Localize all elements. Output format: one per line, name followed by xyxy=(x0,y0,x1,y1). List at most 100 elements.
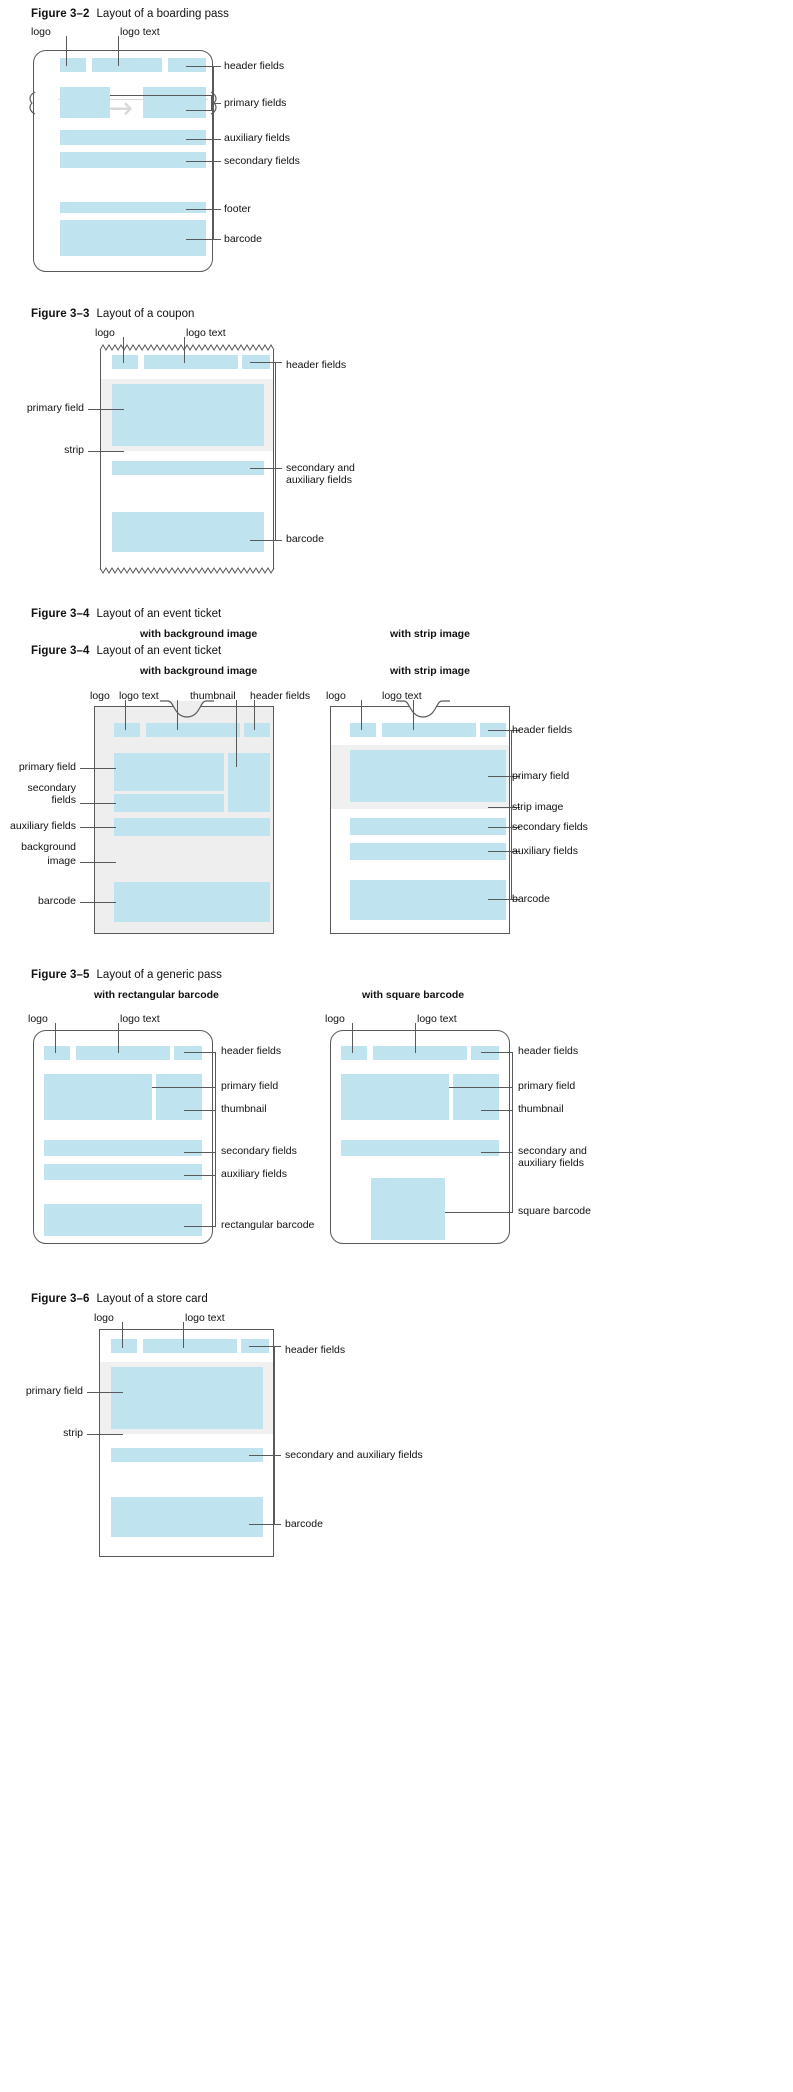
figure-3-4-caption: Layout of an event ticket xyxy=(96,608,222,620)
leader-primary-bottom xyxy=(186,110,212,111)
event-ticket-strip-leader-spine xyxy=(511,730,512,899)
coupon-primary-field-bar xyxy=(112,384,264,446)
callout-footer: footer xyxy=(224,203,251,215)
generic-square-callout-secondary-aux-1: secondary and xyxy=(518,1145,587,1157)
generic-rect-callout-thumbnail: thumbnail xyxy=(221,1103,267,1115)
figure-3-6-caption: Layout of a store card xyxy=(96,1293,208,1305)
leader-header-fields xyxy=(186,66,221,67)
event-ticket-strip-callout-strip-image: strip image xyxy=(512,801,564,813)
secondary-fields-bar xyxy=(60,152,206,168)
coupon-leader-strip xyxy=(88,451,124,452)
coupon-callout-header-fields: header fields xyxy=(286,359,347,371)
store-card-leader-spine xyxy=(274,1346,275,1524)
generic-rect-leader-spine xyxy=(215,1052,216,1226)
figure-3-4-number-dup: Figure 3–4 xyxy=(31,645,90,657)
figure-3-4-number: Figure 3–4 xyxy=(31,608,90,620)
left-perforation-notch xyxy=(29,91,36,115)
coupon-leader-spine xyxy=(275,362,276,540)
event-ticket-strip-callout-barcode: barcode xyxy=(512,893,550,905)
event-ticket-bg-callout-auxiliary-fields: auxiliary fields xyxy=(10,820,76,832)
store-card-callout-barcode: barcode xyxy=(285,1518,323,1530)
generic-square-callout-thumbnail: thumbnail xyxy=(518,1103,564,1115)
figure-3-5-subhead-left: with rectangular barcode xyxy=(94,989,219,1001)
event-ticket-bg-callout-background-1: background xyxy=(21,841,76,853)
event-ticket-strip-leader-barcode xyxy=(488,899,520,900)
event-ticket-bg-header-fields-bar xyxy=(244,723,270,737)
logo-text-field xyxy=(92,58,162,72)
event-ticket-strip-leader-secondary xyxy=(488,827,520,828)
store-card-leader-header-fields xyxy=(249,1346,281,1347)
generic-rect-leader-primary xyxy=(152,1087,216,1088)
generic-rect-leader-logo-text xyxy=(118,1023,119,1053)
generic-square-callout-secondary-aux-2: auxiliary fields xyxy=(518,1157,584,1169)
generic-square-callout-logo: logo xyxy=(325,1013,345,1025)
coupon-top-perforation xyxy=(99,344,275,351)
event-ticket-bg-leader-background xyxy=(80,862,116,863)
generic-square-logo-field xyxy=(341,1046,367,1060)
event-ticket-bg-callout-thumbnail: thumbnail xyxy=(190,690,236,702)
generic-rect-barcode-bar xyxy=(44,1204,202,1236)
generic-square-leader-primary xyxy=(449,1087,513,1088)
coupon-barcode-bar xyxy=(112,512,264,552)
event-ticket-bg-callout-logo: logo xyxy=(90,690,110,702)
event-ticket-bg-auxiliary-fields-bar xyxy=(114,818,270,836)
generic-rect-leader-logo xyxy=(55,1023,56,1053)
event-ticket-strip-leader-logo xyxy=(361,700,362,730)
event-ticket-bg-thumbnail-bar xyxy=(228,753,270,812)
generic-square-leader-barcode xyxy=(445,1212,513,1213)
event-ticket-bg-callout-secondary-1: secondary xyxy=(27,782,76,794)
generic-square-leader-header-fields xyxy=(481,1052,513,1053)
generic-square-leader-logo xyxy=(352,1023,353,1053)
store-card-callout-primary-field: primary field xyxy=(25,1385,83,1397)
coupon-leader-header-fields xyxy=(250,362,282,363)
store-card-leader-strip xyxy=(87,1434,123,1435)
figure-3-3-number: Figure 3–3 xyxy=(31,308,90,320)
figure-3-5-number: Figure 3–5 xyxy=(31,969,90,981)
leader-spine xyxy=(213,66,214,239)
figure-3-4-subhead-left-dup: with background image xyxy=(140,665,258,677)
event-ticket-bg-leader-thumbnail xyxy=(236,700,237,767)
generic-rect-callout-logo-text: logo text xyxy=(120,1013,160,1025)
event-ticket-strip-notch xyxy=(396,700,450,718)
leader-logo-text xyxy=(118,36,119,66)
generic-rect-logo-field xyxy=(44,1046,70,1060)
store-card-callout-strip: strip xyxy=(63,1427,83,1439)
event-ticket-strip-primary-field-bar xyxy=(350,750,506,802)
store-card-leader-secondary-auxiliary xyxy=(249,1455,281,1456)
callout-logo: logo xyxy=(31,26,51,38)
event-ticket-strip-callout-secondary-fields: secondary fields xyxy=(512,821,588,833)
event-ticket-bg-callout-primary-field: primary field xyxy=(18,761,76,773)
leader-logo xyxy=(66,36,67,66)
event-ticket-strip-leader-strip-image xyxy=(488,807,520,808)
coupon-leader-primary-field xyxy=(88,409,124,410)
generic-rect-leader-thumbnail xyxy=(184,1110,216,1111)
footer-bar xyxy=(60,202,206,213)
leader-footer xyxy=(186,209,221,210)
header-divider xyxy=(58,99,208,100)
coupon-callout-primary-field: primary field xyxy=(26,402,84,414)
barcode-bar xyxy=(60,220,206,256)
callout-logo-text: logo text xyxy=(120,26,160,38)
generic-square-callout-primary-field: primary field xyxy=(518,1080,576,1092)
figure-3-2-caption: Layout of a boarding pass xyxy=(96,8,229,20)
callout-header-fields: header fields xyxy=(224,60,285,72)
generic-rect-header-fields-bar xyxy=(174,1046,202,1060)
event-ticket-strip-leader-primary xyxy=(488,776,520,777)
event-ticket-bg-leader-logo xyxy=(125,700,126,730)
event-ticket-bg-callout-logo-text: logo text xyxy=(119,690,159,702)
coupon-leader-logo-text xyxy=(184,337,185,363)
generic-square-leader-spine xyxy=(512,1052,513,1212)
event-ticket-strip-auxiliary-fields-bar xyxy=(350,843,506,860)
event-ticket-bg-leader-header-fields xyxy=(254,700,255,730)
figure-3-5-caption: Layout of a generic pass xyxy=(96,969,222,981)
figure-3-3-caption: Layout of a coupon xyxy=(96,308,195,320)
coupon-bottom-perforation xyxy=(99,567,275,574)
coupon-callout-barcode: barcode xyxy=(286,533,324,545)
event-ticket-strip-leader-logo-text xyxy=(413,700,414,730)
generic-square-leader-logo-text xyxy=(415,1023,416,1053)
generic-rect-leader-barcode xyxy=(184,1226,216,1227)
figure-3-4-subhead-right: with strip image xyxy=(390,628,470,640)
generic-square-leader-secondary-auxiliary xyxy=(481,1152,513,1153)
store-card-callout-secondary-auxiliary: secondary and auxiliary fields xyxy=(285,1449,423,1461)
generic-rect-callout-rectangular-barcode: rectangular barcode xyxy=(221,1219,315,1231)
